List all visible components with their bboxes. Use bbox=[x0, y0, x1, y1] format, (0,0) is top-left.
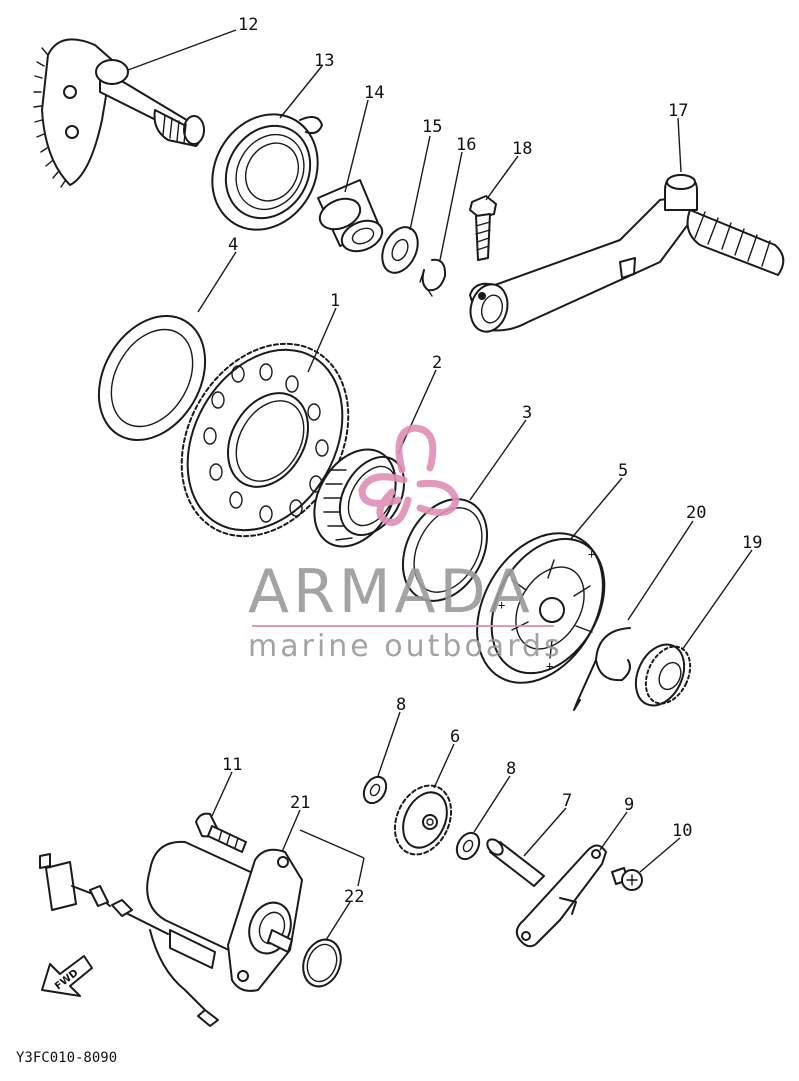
part-19-pinion-gear bbox=[634, 643, 692, 707]
callout-21: 21 bbox=[290, 793, 310, 813]
callout-1: 1 bbox=[330, 291, 340, 311]
svg-text:+: + bbox=[546, 659, 553, 673]
callout-4: 4 bbox=[228, 235, 238, 255]
callout-8a: 8 bbox=[396, 695, 406, 715]
part-17-kick-lever bbox=[469, 174, 785, 333]
leader-lines bbox=[127, 29, 753, 941]
callout-3: 3 bbox=[522, 403, 532, 423]
part-9-bracket bbox=[515, 844, 607, 948]
part-13-spring bbox=[211, 113, 323, 231]
part-5-starter-clutch: + + + bbox=[476, 532, 606, 684]
callout-13: 13 bbox=[314, 51, 334, 71]
part-10-screw bbox=[611, 867, 643, 891]
part-11-bolt bbox=[195, 812, 247, 853]
part-8-washer-a bbox=[362, 775, 388, 805]
callout-19: 19 bbox=[742, 533, 762, 553]
part-18-bolt bbox=[469, 195, 497, 261]
callout-5: 5 bbox=[618, 461, 628, 481]
callout-11: 11 bbox=[222, 755, 242, 775]
armada-logo-icon bbox=[358, 424, 460, 526]
callout-2: 2 bbox=[432, 353, 442, 373]
watermark-brand: ARMADA bbox=[248, 557, 534, 627]
callout-22: 22 bbox=[344, 887, 364, 907]
part-20-spring-clip bbox=[573, 627, 631, 711]
part-12-kick-shaft bbox=[33, 38, 205, 188]
callout-8b: 8 bbox=[506, 759, 516, 779]
part-16-circlip bbox=[419, 258, 447, 297]
drawing-code: Y3FC010-8090 bbox=[16, 1050, 117, 1066]
callout-12: 12 bbox=[238, 15, 258, 35]
watermark: ARMADA marine outboards bbox=[248, 424, 563, 664]
callout-16: 16 bbox=[456, 135, 476, 155]
part-22-o-ring bbox=[302, 938, 342, 988]
part-4-plate-washer bbox=[97, 315, 207, 441]
callout-6: 6 bbox=[450, 727, 460, 747]
wire-connector bbox=[39, 853, 111, 911]
callout-18: 18 bbox=[512, 139, 532, 159]
part-8-washer-b bbox=[455, 831, 481, 861]
svg-text:+: + bbox=[588, 547, 595, 561]
part-3-ring bbox=[401, 498, 489, 602]
callout-10: 10 bbox=[672, 821, 692, 841]
callout-7: 7 bbox=[562, 791, 572, 811]
part-14-collar bbox=[317, 179, 384, 253]
watermark-tagline: marine outboards bbox=[248, 629, 563, 664]
part-2-needle-bearing bbox=[313, 448, 406, 548]
callout-20: 20 bbox=[686, 503, 706, 523]
part-6-idle-gear bbox=[393, 784, 453, 856]
svg-text:+: + bbox=[498, 598, 505, 612]
callout-14: 14 bbox=[364, 83, 384, 103]
callout-15: 15 bbox=[422, 117, 442, 137]
callout-17: 17 bbox=[668, 101, 688, 121]
callout-labels: 12 13 14 15 16 18 17 4 1 2 3 5 20 19 8 6… bbox=[222, 15, 762, 907]
part-7-shaft bbox=[486, 838, 545, 887]
callout-9: 9 bbox=[624, 795, 634, 815]
part-21-starter-motor bbox=[111, 840, 303, 1027]
fwd-arrow-icon: FWD bbox=[41, 955, 93, 997]
